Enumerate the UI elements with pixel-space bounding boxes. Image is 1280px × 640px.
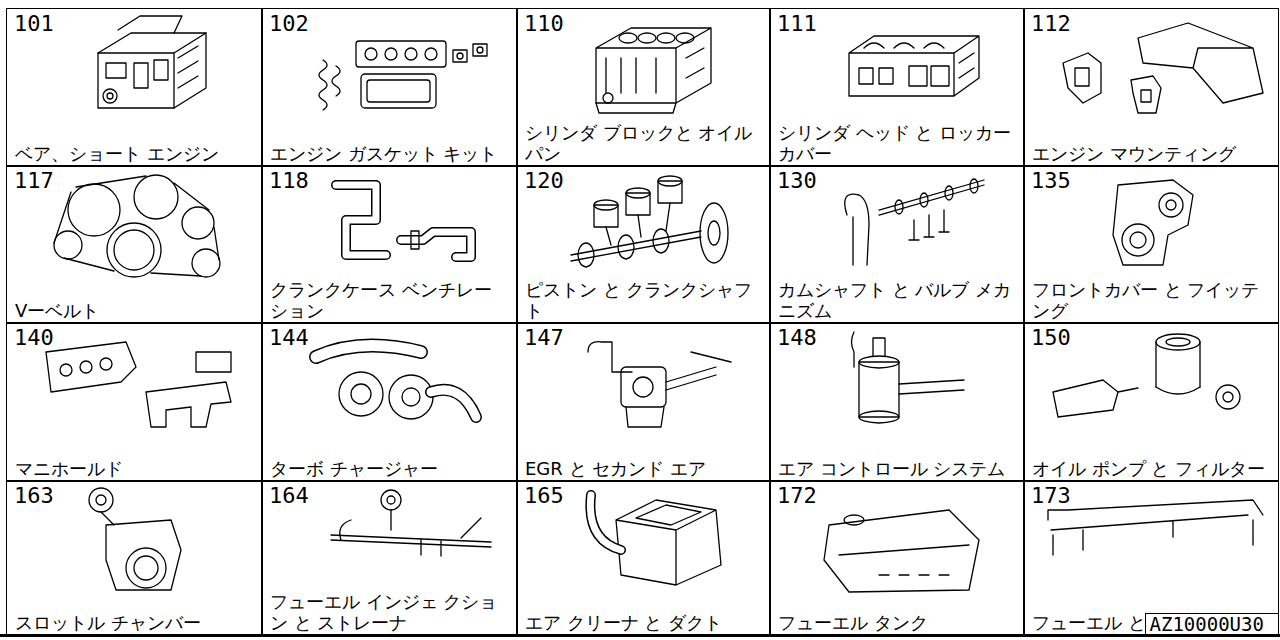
section-number: 172	[770, 481, 1024, 509]
catalog-cell: 148 エア コントロール システム	[769, 322, 1025, 482]
section-number: 102	[262, 9, 517, 37]
section-number: 150	[1024, 323, 1278, 351]
section-number: 173	[1024, 481, 1278, 509]
section-title: マニホールド	[7, 458, 262, 481]
catalog-cell: 165 エア クリーナ と ダクト	[516, 480, 771, 636]
section-title: カムシャフト と バルブ メカニズム	[770, 279, 1024, 323]
section-number: 110	[517, 9, 770, 37]
figure-code: AZ10000U30	[1145, 613, 1279, 635]
catalog-cell: 111 シリンダ ヘッド と ロッカー カバー	[769, 8, 1025, 167]
section-title: シリンダ ヘッド と ロッカー カバー	[770, 122, 1024, 166]
section-number: 163	[7, 481, 262, 509]
catalog-cell: 117Vーベルト	[6, 165, 263, 324]
section-number: 164	[262, 481, 517, 509]
catalog-cell: 140 マニホールド	[6, 322, 263, 482]
catalog-cell: 144 ターボ チャージャー	[261, 322, 518, 482]
section-number: 117	[7, 166, 262, 194]
section-number: 148	[770, 323, 1024, 351]
section-number: 144	[262, 323, 517, 351]
catalog-cell: 147EGR と セカンド エア	[516, 322, 771, 482]
section-number: 101	[7, 9, 262, 37]
section-number: 140	[7, 323, 262, 351]
catalog-cell: 130 カムシャフト と バルブ メカニズム	[769, 165, 1025, 324]
catalog-cell: 101 ベア、ショート エンジン	[6, 8, 263, 167]
catalog-cell: 172 フューエル タンク	[769, 480, 1025, 636]
section-title: ターボ チャージャー	[262, 458, 517, 481]
catalog-cell: 120 ピストン と クランクシャフト	[516, 165, 771, 324]
section-title: エア クリーナ と ダクト	[517, 612, 770, 635]
section-title: エア コントロール システム	[770, 458, 1024, 481]
section-title: オイル ポンプ と フィルター	[1024, 458, 1278, 481]
catalog-cell: 135 フロントカバー と フイッテング	[1023, 165, 1279, 324]
catalog-cell: 150 オイル ポンプ と フィルター	[1023, 322, 1279, 482]
section-number: 111	[770, 9, 1024, 37]
section-title: フューエル インジェ クション と ストレーナ	[262, 591, 517, 635]
section-title: EGR と セカンド エア	[517, 458, 770, 481]
section-number: 118	[262, 166, 517, 194]
catalog-cell: 110 シリンダ ブロックと オイルパン	[516, 8, 771, 167]
section-number: 120	[517, 166, 770, 194]
catalog-cell: 163 スロットル チャンバー	[6, 480, 263, 636]
section-number: 135	[1024, 166, 1278, 194]
section-title: スロットル チャンバー	[7, 612, 262, 635]
section-number: 147	[517, 323, 770, 351]
section-title: クランクケース ベンチレーション	[262, 279, 517, 323]
section-title: エンジン マウンティング	[1024, 143, 1278, 166]
catalog-cell: 118 クランクケース ベンチレーション	[261, 165, 518, 324]
section-title: エンジン ガスケット キット	[262, 143, 517, 166]
catalog-cell: 112 エンジン マウンティング	[1023, 8, 1279, 167]
catalog-cell: 164 フューエル インジェ クション と ストレーナ	[261, 480, 518, 636]
section-number: 112	[1024, 9, 1278, 37]
section-title: Vーベルト	[7, 300, 262, 323]
section-title: フロントカバー と フイッテング	[1024, 279, 1278, 323]
section-title: フューエル タンク	[770, 612, 1024, 635]
section-title: ベア、ショート エンジン	[7, 143, 262, 166]
catalog-cell: 102 エンジン ガスケット キット	[261, 8, 518, 167]
section-title: シリンダ ブロックと オイルパン	[517, 122, 770, 166]
section-number: 165	[517, 481, 770, 509]
section-number: 130	[770, 166, 1024, 194]
section-title: ピストン と クランクシャフト	[517, 279, 770, 323]
